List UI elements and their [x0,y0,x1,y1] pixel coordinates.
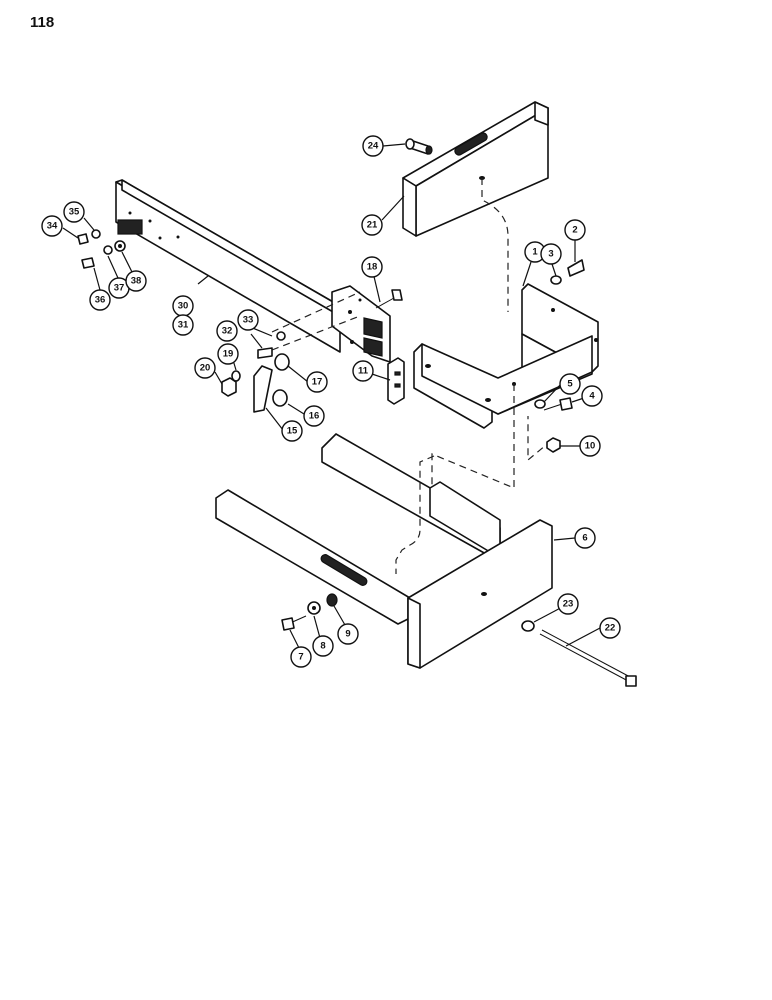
pin-24 [405,138,433,155]
callout-30: 30 [172,295,194,317]
callout-11: 11 [352,360,374,382]
frame-6 [215,433,553,669]
callout-21: 21 [361,214,383,236]
svg-text:18: 18 [367,262,378,273]
callout-4: 4 [581,385,603,407]
callout-18: 18 [361,256,383,278]
svg-text:7: 7 [298,652,303,663]
svg-text:3: 3 [548,249,553,260]
assembly-lines [271,178,553,574]
bracket-bar-30 [115,179,391,363]
svg-text:11: 11 [358,366,369,377]
svg-text:34: 34 [47,221,58,232]
svg-text:1: 1 [532,247,538,258]
svg-text:15: 15 [287,426,298,437]
page-number: 118 [30,14,55,31]
svg-text:24: 24 [368,141,379,152]
callout-9: 9 [337,623,359,645]
svg-text:38: 38 [131,276,142,287]
svg-text:23: 23 [563,599,574,610]
callout-32: 32 [216,320,238,342]
callouts: 1 2 3 4 5 6 7 8 9 10 11 15 16 17 18 19 2… [41,135,621,668]
svg-text:10: 10 [585,441,596,452]
svg-text:6: 6 [582,533,587,544]
callout-19: 19 [217,343,239,365]
callout-35: 35 [63,201,85,223]
svg-text:32: 32 [222,326,233,337]
svg-text:2: 2 [572,225,577,236]
callout-23: 23 [557,593,579,615]
svg-text:22: 22 [605,623,616,634]
svg-text:19: 19 [223,349,234,360]
svg-text:36: 36 [95,295,106,306]
u-bracket-1 [413,283,599,429]
svg-text:37: 37 [114,283,125,294]
svg-text:35: 35 [69,207,80,218]
callout-15: 15 [281,420,303,442]
plate-11 [387,357,405,405]
plate-21 [402,101,549,237]
svg-text:20: 20 [200,363,211,374]
callout-31: 31 [172,314,194,336]
callout-34: 34 [41,215,63,237]
callout-7: 7 [290,646,312,668]
svg-text:5: 5 [567,379,573,390]
svg-text:17: 17 [312,377,323,388]
svg-text:21: 21 [367,220,378,231]
callout-10: 10 [579,435,601,457]
callout-20: 20 [194,357,216,379]
callout-24: 24 [362,135,384,157]
callout-3: 3 [540,243,562,265]
callout-6: 6 [574,527,596,549]
callout-8: 8 [312,635,334,657]
callout-16: 16 [303,405,325,427]
callout-2: 2 [564,219,586,241]
callout-36: 36 [89,289,111,311]
svg-text:8: 8 [320,641,325,652]
svg-text:4: 4 [589,391,595,402]
svg-text:9: 9 [345,629,350,640]
svg-text:16: 16 [309,411,320,422]
callout-38: 38 [125,270,147,292]
callout-22: 22 [599,617,621,639]
fasteners [77,229,637,687]
callout-5: 5 [559,373,581,395]
svg-text:33: 33 [243,315,254,326]
svg-text:30: 30 [178,301,189,312]
callout-17: 17 [306,371,328,393]
svg-text:31: 31 [178,320,189,331]
callout-33: 33 [237,309,259,331]
